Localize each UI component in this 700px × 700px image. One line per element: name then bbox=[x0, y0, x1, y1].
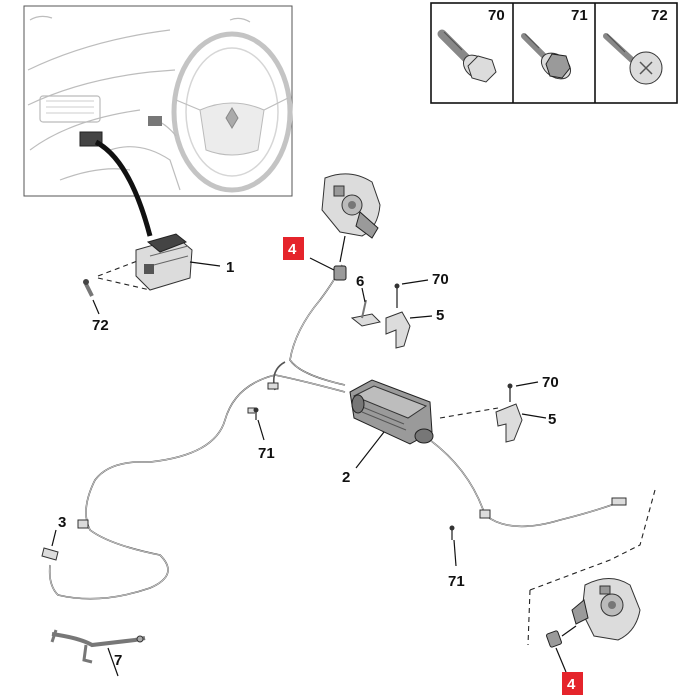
cable-bracket-7 bbox=[50, 629, 146, 677]
callout-71-bottom: 71 bbox=[448, 573, 465, 590]
pan-head-screw-icon bbox=[603, 33, 663, 85]
legend-label-70: 70 bbox=[488, 7, 505, 24]
callout-2: 2 bbox=[342, 469, 350, 486]
brake-actuator-unit bbox=[349, 379, 434, 469]
bracket-6 bbox=[350, 287, 381, 327]
callout-5-mid: 5 bbox=[548, 411, 556, 428]
brake-cables bbox=[48, 264, 627, 600]
callout-70-top: 70 bbox=[432, 271, 449, 288]
screw-71-bottom bbox=[449, 525, 457, 567]
cable-connector-bottom bbox=[546, 625, 577, 673]
flange-bolt-icon bbox=[437, 29, 497, 83]
callout-6: 6 bbox=[356, 273, 364, 290]
top-brake-caliper bbox=[321, 173, 381, 263]
callout-1: 1 bbox=[226, 259, 234, 276]
callout-72: 72 bbox=[92, 317, 109, 334]
callout-4-bottom: 4 bbox=[567, 676, 576, 693]
cable-guide-3 bbox=[41, 529, 59, 561]
bracket-5-top bbox=[385, 279, 433, 349]
callout-7: 7 bbox=[114, 652, 122, 669]
bracket-5-mid bbox=[439, 381, 547, 443]
legend-label-72: 72 bbox=[651, 7, 668, 24]
callout-70-mid: 70 bbox=[542, 374, 559, 391]
parking-brake-switch bbox=[135, 233, 221, 291]
bottom-brake-caliper bbox=[527, 489, 656, 646]
screw-71-left bbox=[253, 407, 265, 441]
callout-4-bottom-badge: 4 bbox=[562, 672, 583, 695]
legend-label-71: 71 bbox=[571, 7, 588, 24]
dashboard-inset bbox=[23, 5, 293, 237]
callout-5-top: 5 bbox=[436, 307, 444, 324]
fastener-legend: 70 71 72 bbox=[430, 2, 678, 104]
cable-connector-top bbox=[309, 257, 347, 281]
callout-3: 3 bbox=[58, 514, 66, 531]
washer-screw-icon bbox=[521, 33, 572, 80]
screw-72-assembly bbox=[83, 259, 151, 315]
callout-71-left: 71 bbox=[258, 445, 275, 462]
callout-4-top: 4 bbox=[288, 241, 297, 258]
callout-4-top-badge: 4 bbox=[283, 237, 304, 260]
